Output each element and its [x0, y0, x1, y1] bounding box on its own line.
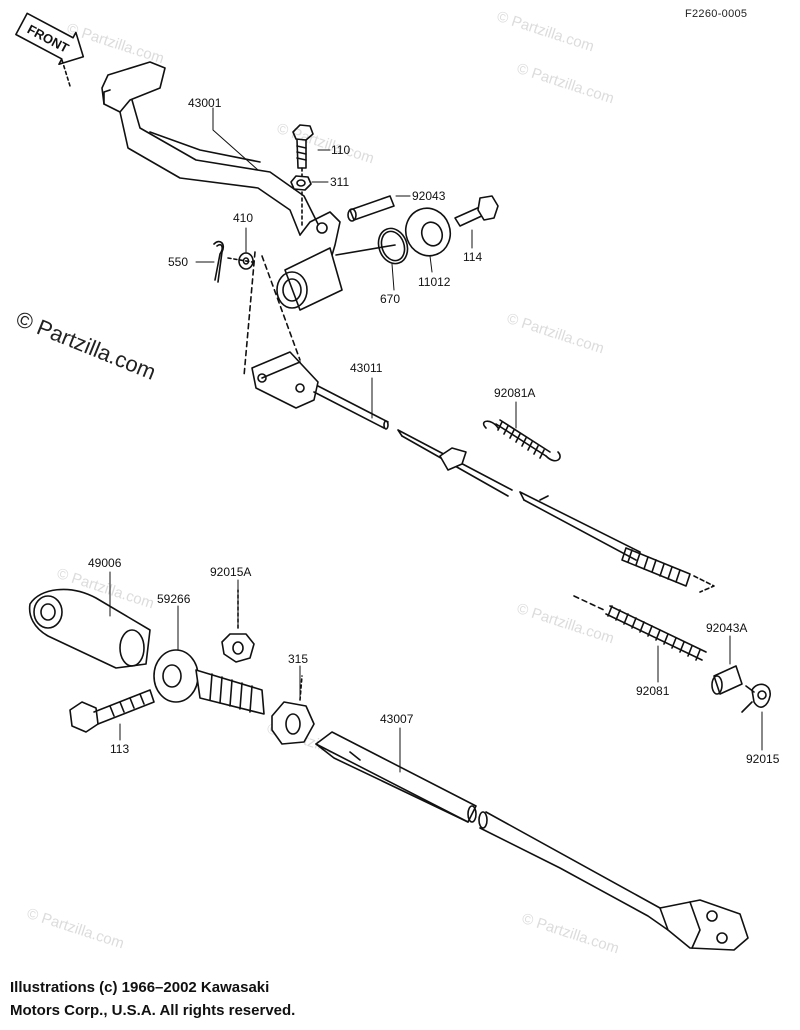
bolt-113 — [69, 689, 155, 733]
nut-311 — [290, 175, 312, 191]
cap-11012 — [404, 207, 452, 257]
part-label: 92081A — [494, 386, 536, 400]
copyright-line-2: Motors Corp., U.S.A. All rights reserved… — [10, 1002, 296, 1019]
cotter-pin-550 — [213, 240, 225, 283]
pin-92043A — [711, 665, 743, 695]
copyright-notice: Illustrations (c) 1966–2002 Kawasaki Mot… — [10, 976, 295, 1022]
rod-end-49006 — [28, 588, 151, 669]
part-label: 114 — [463, 250, 483, 264]
part-label: 92043A — [706, 621, 748, 635]
part-label: 49006 — [88, 556, 122, 570]
part-label: 410 — [233, 211, 254, 225]
part-label: 92015 — [746, 752, 780, 766]
part-label: 113 — [110, 742, 130, 756]
brake-rod-43011 — [251, 351, 715, 593]
part-label: 315 — [288, 652, 309, 666]
part-label: 59266 — [157, 592, 191, 606]
front-arrow-icon: FRONT — [15, 12, 85, 66]
o-ring-670 — [377, 227, 409, 265]
joint-59266 — [153, 649, 265, 715]
part-label: 92015A — [210, 565, 252, 579]
bolt-114 — [454, 195, 499, 227]
part-label: 92043 — [412, 189, 446, 203]
spring-92081A — [482, 419, 561, 462]
copyright-line-1: Illustrations (c) 1966–2002 Kawasaki — [10, 979, 270, 996]
brake-pedal-43001 — [101, 61, 396, 311]
part-label: 110 — [331, 143, 351, 157]
pin-92043 — [347, 195, 395, 222]
spring-92081 — [573, 595, 707, 661]
part-label: 92081 — [636, 684, 670, 698]
diagram-code: F2260-0005 — [685, 8, 748, 20]
clip-92015 — [741, 683, 771, 713]
brake-rod-43007 — [315, 731, 749, 951]
part-label: 311 — [330, 175, 350, 189]
part-label: 670 — [380, 292, 401, 306]
part-label: 43001 — [188, 96, 222, 110]
nut-315 — [271, 675, 315, 745]
bolt-110 — [292, 124, 314, 229]
part-label: 43011 — [350, 361, 383, 375]
part-label: 43007 — [380, 712, 414, 726]
part-label: 550 — [168, 255, 189, 269]
part-label: 11012 — [418, 275, 451, 289]
